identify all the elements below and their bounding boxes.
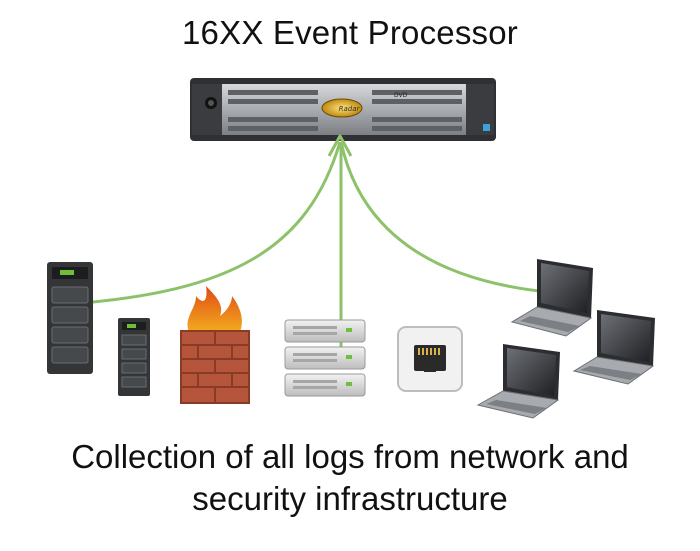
event-processor-appliance: Radar DVD [190, 78, 496, 141]
link-laptops [339, 141, 549, 294]
server-tower-icon [118, 318, 150, 396]
appliance-drive-label: DVD [394, 92, 408, 99]
appliance-logo-text: Radar [339, 105, 361, 113]
laptop-icon [510, 259, 593, 337]
caption-line-2: security infrastructure [192, 480, 508, 517]
diagram-title: 16XX Event Processor [182, 14, 518, 51]
radar-logo-icon [321, 98, 363, 118]
laptop-icon [476, 344, 560, 419]
server-tower-icon [47, 262, 93, 374]
ethernet-port-icon [397, 326, 463, 392]
caption-line-1: Collection of all logs from network and [71, 438, 629, 475]
diagram-caption: Collection of all logs from network and … [0, 436, 700, 520]
laptop-icon [572, 310, 655, 385]
firewall-icon [180, 286, 250, 404]
link-server-tower [69, 141, 342, 306]
arrowhead-icon [327, 134, 353, 157]
rack-server-icon [284, 319, 366, 397]
